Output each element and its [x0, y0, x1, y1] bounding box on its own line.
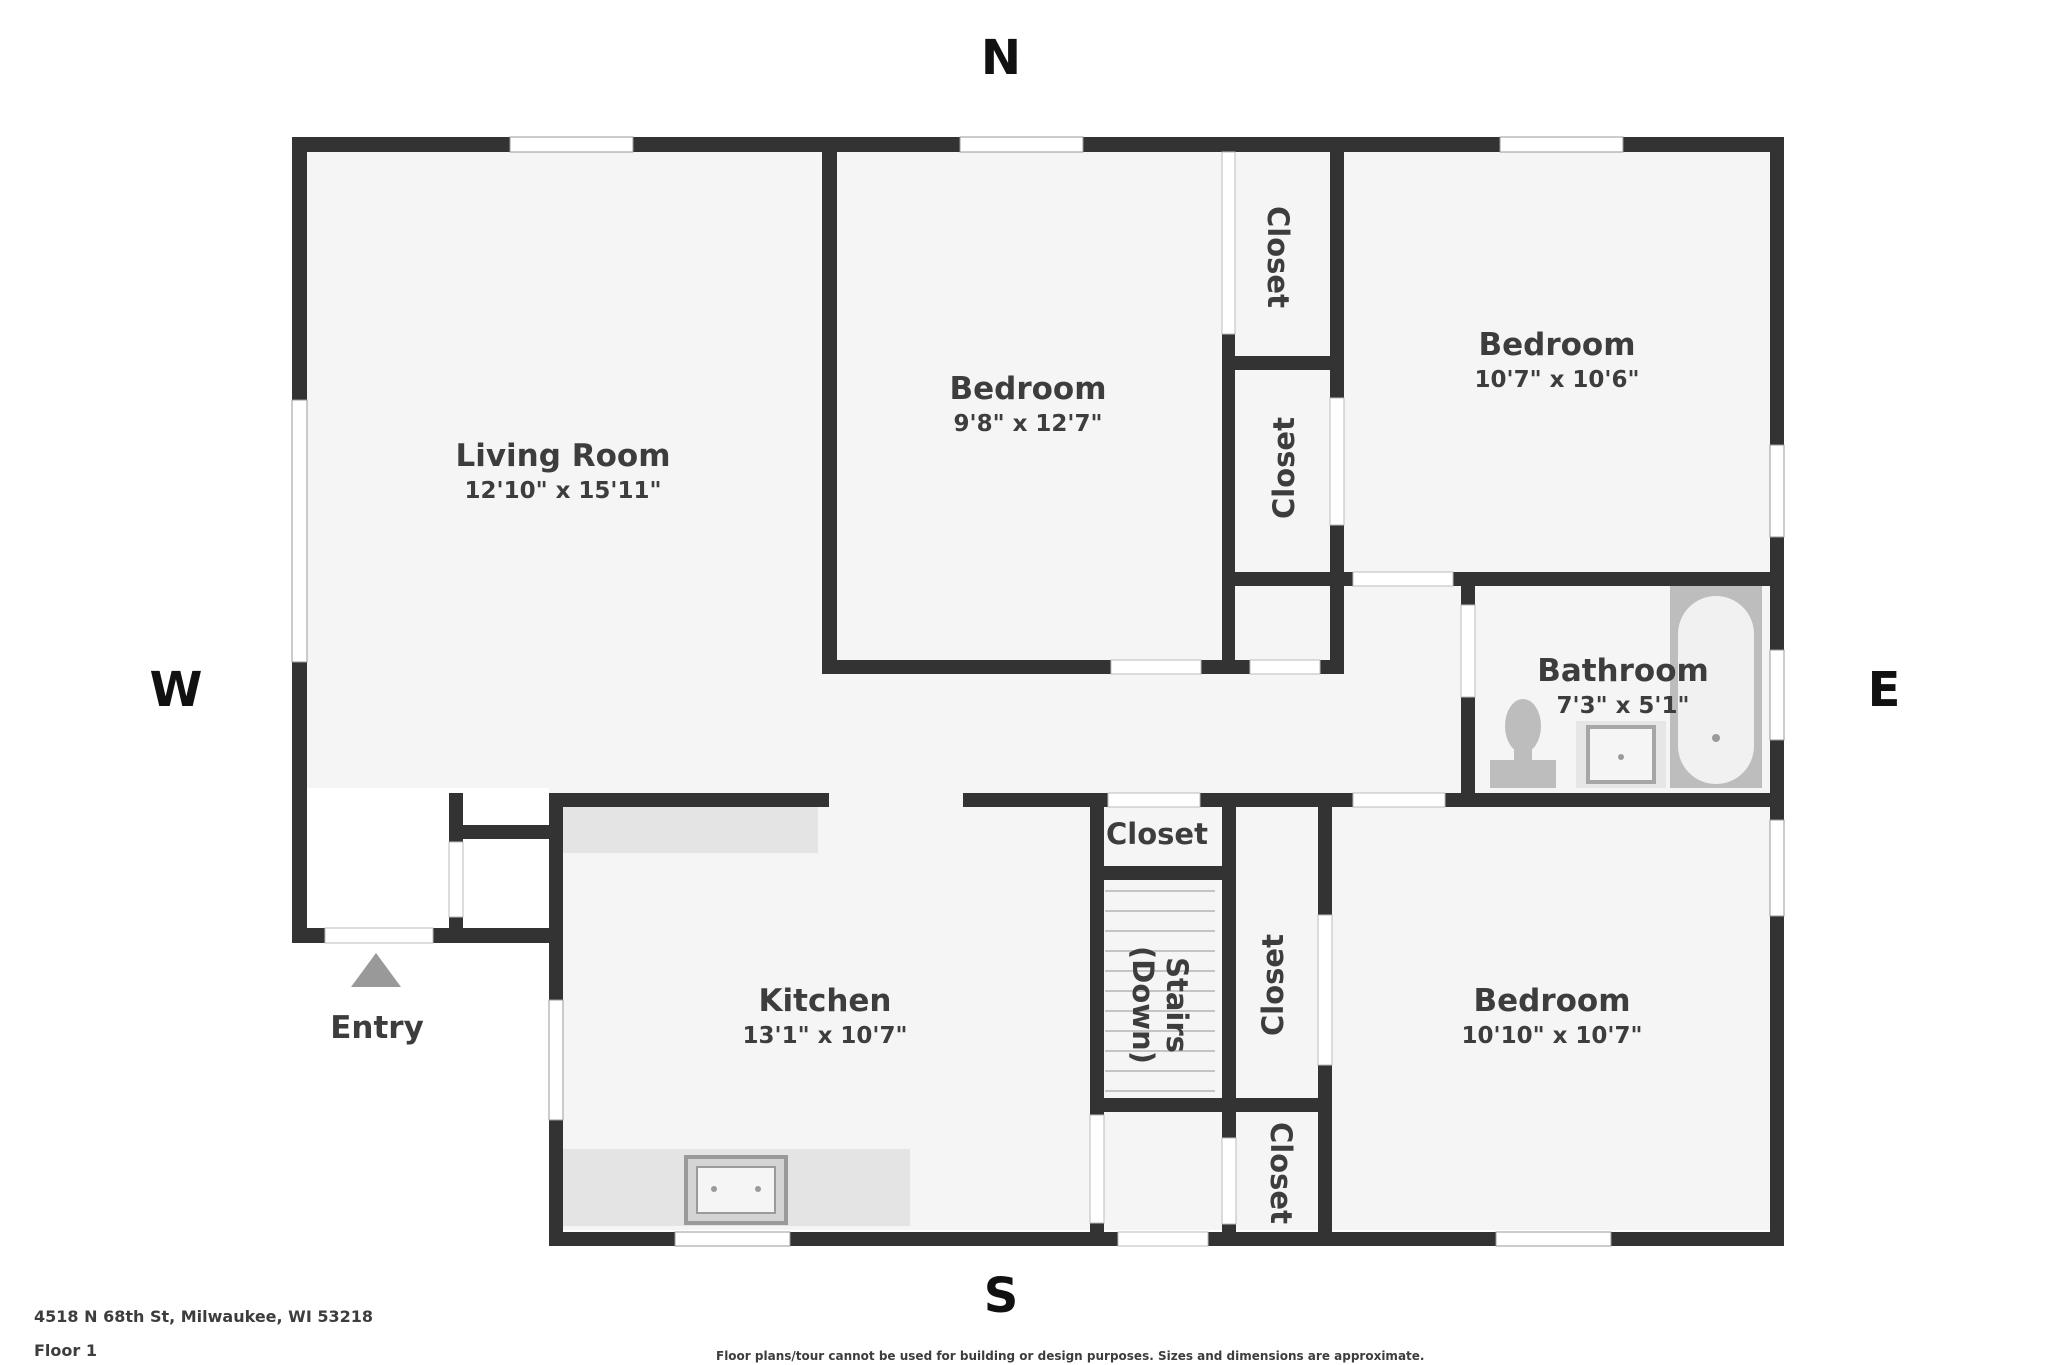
compass-north: N — [981, 30, 1021, 86]
kitchen-upper-counter — [563, 805, 818, 853]
stairs-label-line1: Stairs — [1160, 957, 1194, 1053]
fixtures — [563, 584, 1762, 1226]
closet-label: Closet — [1267, 417, 1301, 519]
stairs-label-line2: (Down) — [1126, 946, 1160, 1064]
address-text: 4518 N 68th St, Milwaukee, WI 53218 — [34, 1307, 374, 1326]
bedroom-1-label: Bedroom — [949, 371, 1106, 407]
living-room-dims: 12'10" x 15'11" — [465, 478, 662, 504]
kitchen-dims: 13'1" x 10'7" — [743, 1023, 908, 1049]
door-openings — [324, 151, 1476, 1247]
stairs-treads — [1105, 890, 1215, 1092]
bathroom-dims: 7'3" x 5'1" — [1557, 693, 1690, 719]
windows — [291, 136, 1785, 1247]
bedroom-1-dims: 9'8" x 12'7" — [954, 411, 1103, 437]
toilet-icon — [1490, 699, 1556, 788]
compass-east: E — [1868, 662, 1901, 718]
bedroom-3-dims: 10'10" x 10'7" — [1462, 1023, 1643, 1049]
closet-label: Closet — [1256, 934, 1290, 1036]
compass-west: W — [150, 662, 203, 718]
bedroom-2-dims: 10'7" x 10'6" — [1475, 367, 1640, 393]
compass-south: S — [984, 1268, 1019, 1324]
kitchen-label: Kitchen — [758, 983, 891, 1019]
living-room-label: Living Room — [455, 438, 670, 474]
bedroom-2-label: Bedroom — [1478, 327, 1635, 363]
bathroom-label: Bathroom — [1537, 653, 1709, 689]
closet-label: Closet — [1264, 1122, 1298, 1224]
bedroom-3-label: Bedroom — [1473, 983, 1630, 1019]
closet-label: Closet — [1106, 817, 1208, 851]
floor-fill — [300, 144, 1770, 1230]
stairs-label: Stairs (Down) — [1126, 946, 1194, 1064]
disclaimer-text: Floor plans/tour cannot be used for buil… — [716, 1349, 1425, 1363]
floor-label: Floor 1 — [34, 1341, 97, 1360]
entry-label: Entry — [330, 1010, 424, 1046]
closet-label: Closet — [1261, 206, 1295, 308]
entry-arrow-icon — [351, 953, 401, 987]
